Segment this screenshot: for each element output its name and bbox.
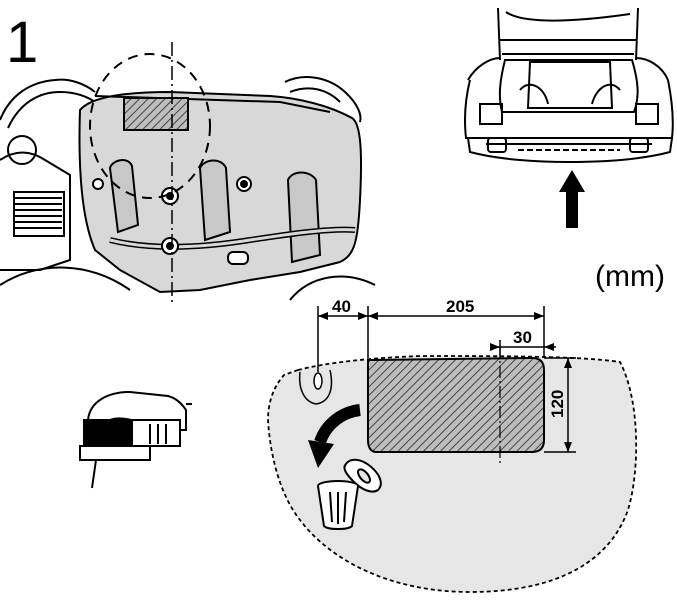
clip-piece-icon: [343, 458, 382, 493]
dimension-cutout-height: 120: [548, 390, 567, 418]
removal-arrow-icon: [308, 404, 362, 468]
dimension-right-offset: 30: [513, 328, 532, 347]
jigsaw-icon: [79, 390, 192, 489]
up-arrow-icon: [559, 170, 585, 228]
car-rear-illustration: [464, 7, 674, 164]
marked-area: [123, 97, 189, 131]
dimension-cutout-width: 205: [446, 297, 474, 316]
dimension-left-offset: 40: [332, 297, 351, 316]
underbody-panel-illustration: [0, 42, 376, 302]
units-label: (mm): [595, 260, 665, 293]
cut-diagram: [267, 346, 638, 593]
dimension-lines: [317, 306, 576, 453]
trash-bin-icon: [317, 480, 359, 530]
cutout-area: [367, 356, 545, 453]
step-number: 1: [6, 10, 38, 75]
